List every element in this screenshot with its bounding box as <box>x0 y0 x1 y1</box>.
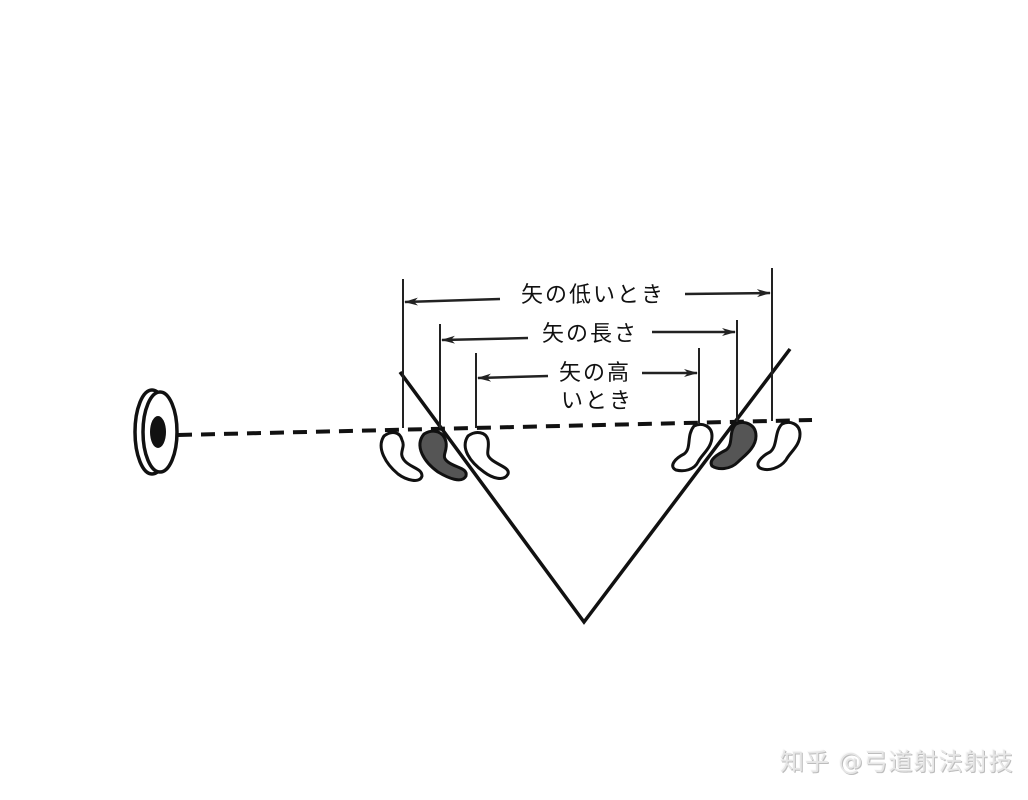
feather-icon-dark <box>709 421 758 471</box>
feather-icon <box>379 431 424 482</box>
label-arrow-low: 矢の低いとき <box>514 283 672 309</box>
arrow-high-left <box>477 373 549 382</box>
feather-icon <box>463 431 510 480</box>
feather-icon <box>671 422 714 473</box>
v-trajectory-line <box>398 347 792 625</box>
feather-group-left <box>379 429 510 482</box>
feather-icon-dark <box>418 429 468 482</box>
sight-line <box>177 418 813 437</box>
watermark: 知乎 @弓道射法射技 <box>780 748 1014 776</box>
label-arrow-length: 矢の長さ <box>535 322 645 348</box>
arrow-length-left <box>441 335 529 344</box>
feather-icon <box>756 420 802 472</box>
label-arrow-high-line1: 矢の高 <box>552 361 638 387</box>
eye-icon <box>133 388 179 476</box>
label-arrow-high-line2: いとき <box>560 389 634 414</box>
vertical-guides <box>402 268 773 428</box>
span-arrows <box>404 289 771 382</box>
feather-group-right <box>671 420 802 473</box>
arrow-low-right <box>684 289 771 298</box>
arrow-low-left <box>404 297 501 306</box>
